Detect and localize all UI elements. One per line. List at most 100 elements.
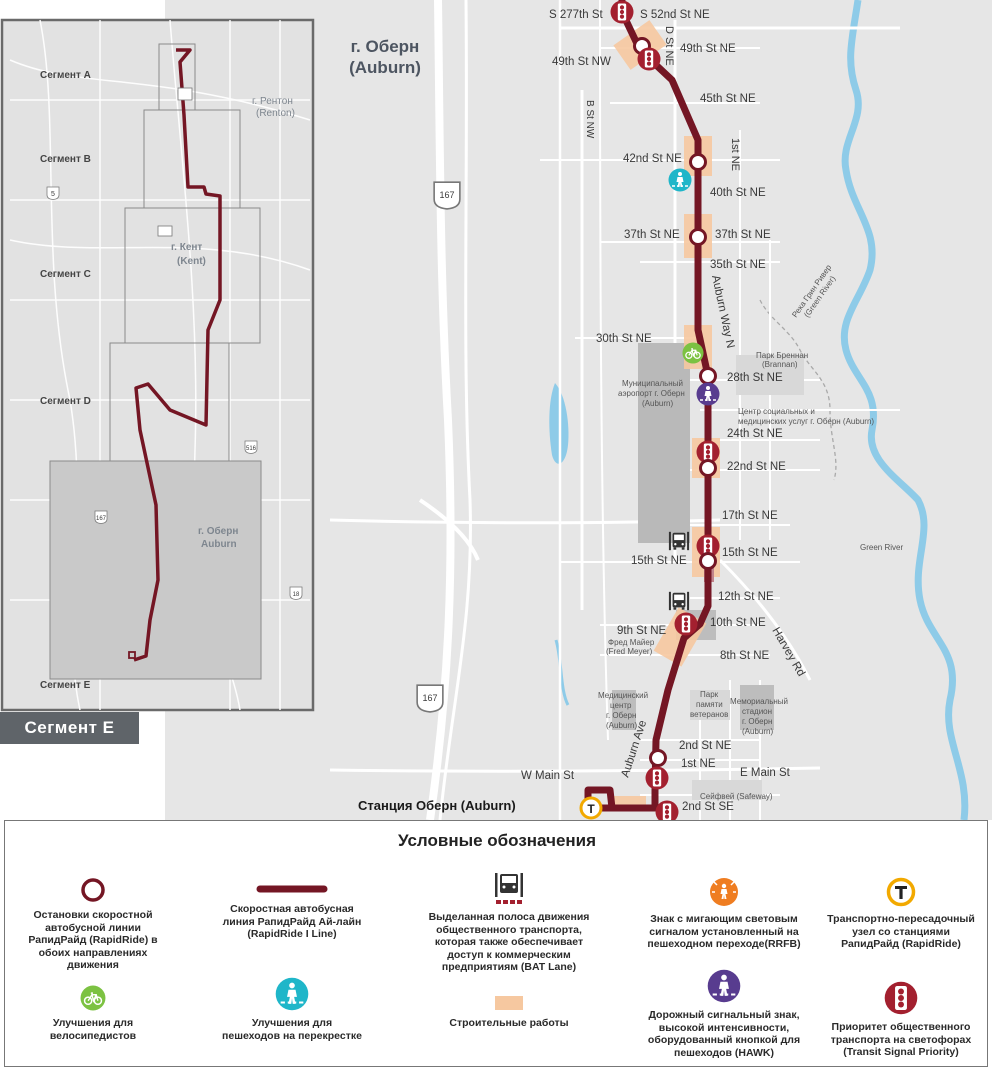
svg-text:г. Оберн: г. Оберн [198,525,238,537]
svg-text:г. Кент: г. Кент [171,242,202,253]
street-labels: S 277th St S 52nd St NE D St NE 49th St … [521,9,807,813]
svg-text:медицинских услуг г. Оберн (Au: медицинских услуг г. Оберн (Auburn) [738,417,874,426]
stop-icon [689,228,707,246]
svg-text:40th St NE: 40th St NE [710,187,766,199]
signal-icon [674,612,698,636]
svg-text:Медицинский: Медицинский [598,691,648,700]
river [549,0,969,820]
svg-text:Green River: Green River [860,543,903,552]
svg-text:Сегмент B: Сегмент B [40,154,91,165]
svg-text:18: 18 [293,592,300,598]
svg-text:центр: центр [610,701,632,710]
pedestrian-icon [275,977,309,1011]
svg-text:W Main St: W Main St [521,770,575,782]
legend: Условные обозначения Остановки скоростно… [4,820,988,1067]
stop-icon [81,878,105,902]
svg-text:D St NE: D St NE [663,26,675,66]
svg-text:стадион: стадион [742,707,772,716]
traffic-signal-icon [884,981,918,1015]
svg-text:Сегмент C: Сегмент C [40,269,91,280]
svg-text:г. Рентон: г. Рентон [252,96,293,107]
svg-text:49th St NW: 49th St NW [552,56,611,68]
svg-text:9th St NE: 9th St NE [617,625,667,637]
hawk-pedestrian-icon [707,969,741,1003]
svg-text:45th St NE: 45th St NE [700,93,756,105]
svg-text:Парк: Парк [700,690,719,699]
svg-text:B St NW: B St NW [584,100,595,139]
transit-hub-T-icon: T [587,802,595,816]
bicycle-icon [80,985,106,1011]
svg-text:(Auburn): (Auburn) [642,399,673,408]
signal-icon [610,0,634,24]
svg-text:(Auburn): (Auburn) [606,721,637,730]
svg-text:35th St NE: 35th St NE [710,259,766,271]
stop-icon [649,749,667,767]
svg-text:37th St NE: 37th St NE [715,229,771,241]
svg-text:г. Оберн: г. Оберн [606,711,636,720]
svg-text:г. Оберн: г. Оберн [742,717,772,726]
overview-inset: Сегмент A Сегмент B Сегмент C Сегмент D … [0,18,315,712]
roads [329,0,900,820]
svg-text:Фред Майер: Фред Майер [608,638,655,647]
route-markers: T [579,0,720,820]
svg-text:1st NE: 1st NE [681,758,716,770]
stop-icon [689,153,707,171]
svg-text:15th St NE: 15th St NE [631,555,687,567]
route-line-icon [256,885,328,893]
svg-text:Сегмент E: Сегмент E [40,680,91,691]
transit-hub-T-icon [886,877,916,907]
bicycle-icon [682,342,704,364]
svg-text:памяти: памяти [696,700,723,709]
svg-text:42nd St NE: 42nd St NE [623,153,682,165]
svg-text:22nd St NE: 22nd St NE [727,461,786,473]
stop-icon [699,459,717,477]
svg-text:Центр социальных и: Центр социальных и [738,407,815,416]
highway-shield-167: 167 [433,181,461,210]
city-title-en: (Auburn) [349,58,421,77]
city-title: г. Оберн [351,37,420,56]
svg-text:2nd St SE: 2nd St SE [682,801,734,813]
stop-icon [699,552,717,570]
svg-text:37th St NE: 37th St NE [624,229,680,241]
bus-lane-icon [495,873,523,904]
svg-text:Мемориальный: Мемориальный [730,697,788,706]
svg-text:167: 167 [422,693,437,703]
svg-text:Парк Бреннан: Парк Бреннан [756,351,808,360]
svg-text:12th St NE: 12th St NE [718,591,774,603]
svg-text:Муниципальный: Муниципальный [622,379,683,388]
signal-icon [645,766,669,790]
svg-text:167: 167 [96,516,107,522]
legend-item-hawk: Дорожный сигнальный знак,высокой интенси… [629,969,819,1059]
legend-item-construction: Строительные работы [409,995,609,1030]
svg-text:Сегмент A: Сегмент A [40,70,91,81]
rrfb-icon [710,878,738,906]
route-map: 167 167 г. Оберн (Auburn) S 277th St S 5… [0,0,992,820]
svg-text:28th St NE: 28th St NE [727,372,783,384]
svg-text:1st NE: 1st NE [729,138,741,171]
svg-text:167: 167 [439,190,454,200]
svg-text:Сегмент D: Сегмент D [40,396,91,407]
svg-text:ветеранов: ветеранов [690,710,728,719]
svg-text:(Renton): (Renton) [256,108,295,119]
station-label: Станция Оберн (Auburn) [358,798,516,813]
pedestrian-icon [668,168,692,192]
svg-text:10th St NE: 10th St NE [710,617,766,629]
svg-text:Сейфвей (Safeway): Сейфвей (Safeway) [700,792,773,801]
svg-text:24th St NE: 24th St NE [727,428,783,440]
svg-text:5: 5 [51,191,55,198]
svg-text:(Kent): (Kent) [177,256,206,267]
svg-text:2nd St NE: 2nd St NE [679,740,732,752]
svg-text:(Auburn): (Auburn) [742,727,773,736]
svg-text:17th St NE: 17th St NE [722,510,778,522]
svg-text:8th St NE: 8th St NE [720,650,770,662]
legend-title: Условные обозначения [397,831,597,850]
highway-shield-167b: 167 [416,684,444,713]
svg-text:Auburn: Auburn [201,539,237,550]
svg-text:49th St NE: 49th St NE [680,43,736,55]
